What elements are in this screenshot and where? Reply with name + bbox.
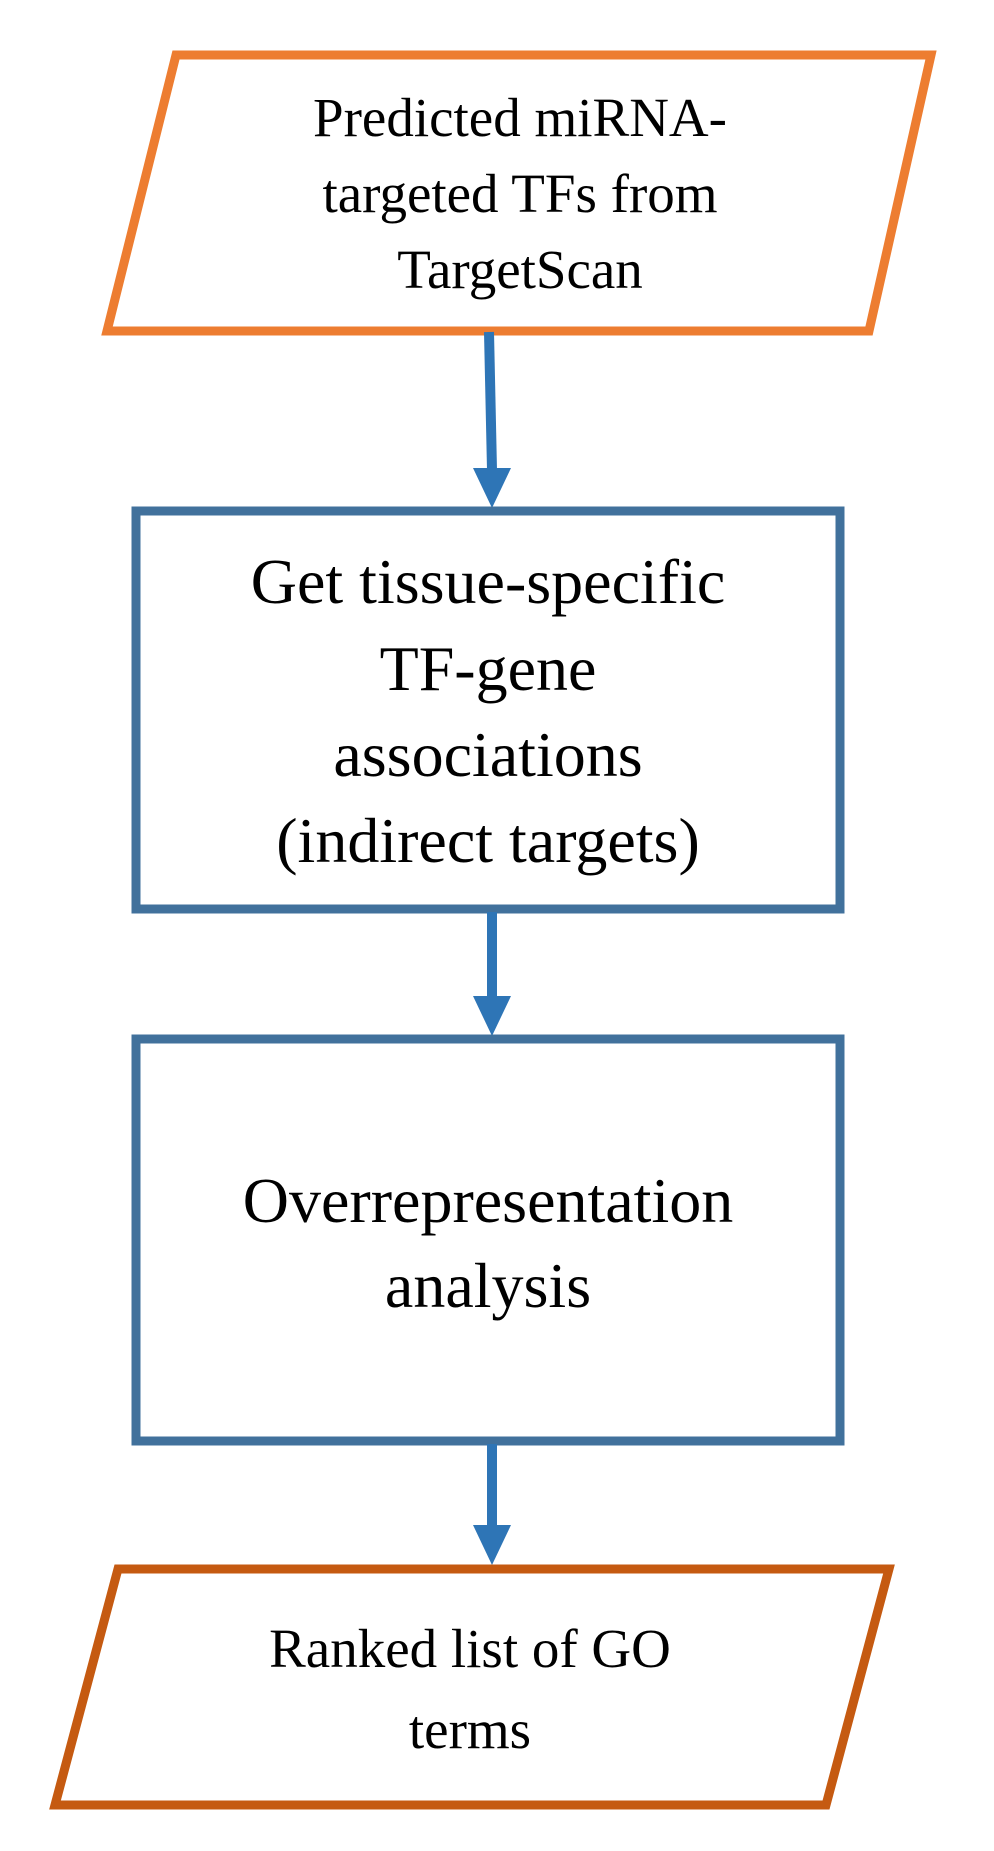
input-node: Predicted miRNA- targeted TFs from Targe… xyxy=(101,50,937,336)
step2-box xyxy=(131,1034,845,1446)
step1-label-line-4: (indirect targets) xyxy=(276,805,700,876)
step1-label-line-3: associations xyxy=(333,719,642,790)
step1-box xyxy=(131,506,845,914)
input-label-line-3: TargetScan xyxy=(397,239,643,300)
step1-node: Get tissue-specific TF-gene associations… xyxy=(131,506,845,914)
output-label-line-2: terms xyxy=(409,1699,531,1760)
arrowhead-2 xyxy=(473,996,511,1036)
input-parallelogram xyxy=(101,50,937,336)
input-label-line-1: Predicted miRNA- xyxy=(313,87,727,148)
output-label-line-1: Ranked list of GO xyxy=(269,1618,671,1679)
input-label-line-2: targeted TFs from xyxy=(322,163,717,224)
step2-label-line-1: Overrepresentation xyxy=(243,1165,733,1236)
step2-node: Overrepresentation analysis xyxy=(131,1034,845,1446)
arrow-input-to-step1 xyxy=(473,331,511,508)
output-parallelogram xyxy=(49,1564,895,1810)
step1-label-line-1: Get tissue-specific xyxy=(251,546,726,617)
step2-label-line-2: analysis xyxy=(385,1250,591,1321)
step1-label-line-2: TF-gene xyxy=(380,633,597,704)
arrowhead-1 xyxy=(473,468,511,508)
arrowhead-3 xyxy=(473,1525,511,1565)
arrow-step2-to-output xyxy=(473,1444,511,1565)
arrow-step1-to-step2 xyxy=(473,912,511,1036)
output-node: Ranked list of GO terms xyxy=(49,1564,895,1810)
